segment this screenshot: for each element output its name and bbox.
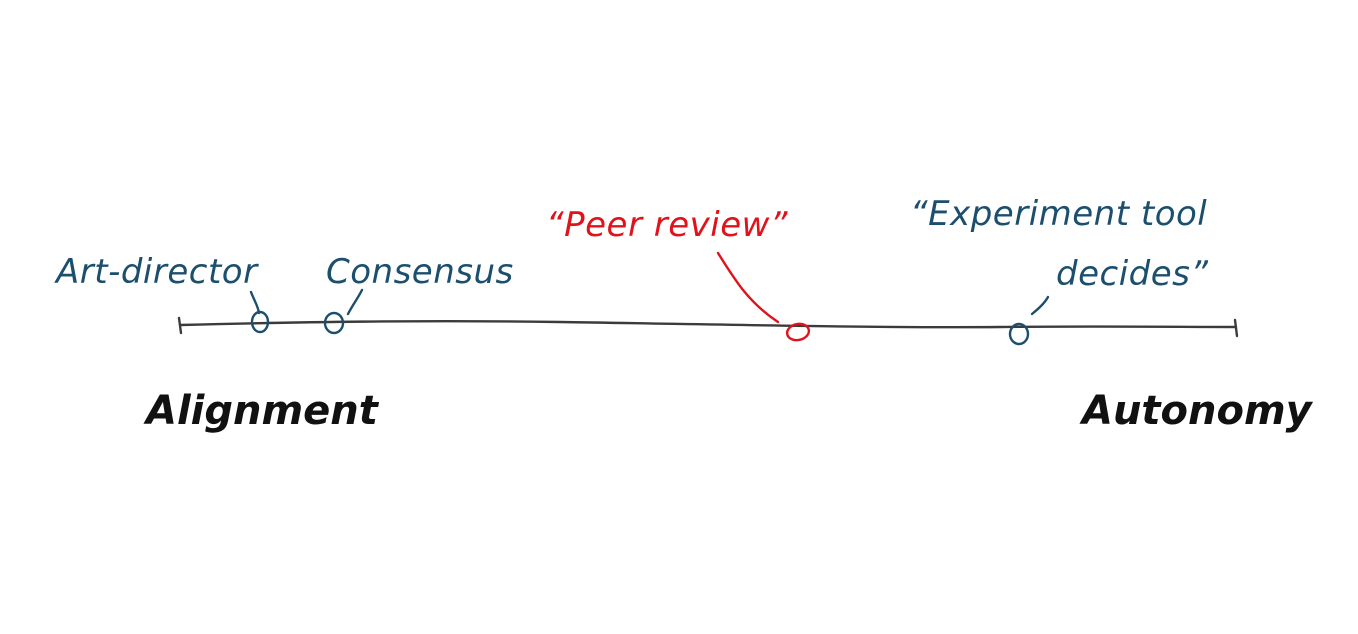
leader-consensus bbox=[346, 288, 364, 316]
label-consensus: Consensus bbox=[326, 252, 514, 292]
axis-left-tick bbox=[177, 316, 183, 335]
label-peer-review: “Peer review” bbox=[546, 205, 788, 245]
marker-experiment-tool bbox=[1008, 322, 1030, 346]
label-experiment-tool-line1: “Experiment tool bbox=[910, 194, 1207, 234]
end-label-alignment: Alignment bbox=[143, 388, 380, 434]
leader-peer-review bbox=[716, 251, 780, 324]
leader-art-director bbox=[249, 290, 261, 315]
end-label-autonomy: Autonomy bbox=[1079, 388, 1314, 434]
spectrum-axis-line bbox=[178, 319, 1238, 329]
marker-peer-review bbox=[785, 322, 811, 342]
marker-consensus bbox=[323, 311, 345, 335]
leader-experiment-tool bbox=[1030, 295, 1050, 316]
label-art-director: Art-director bbox=[54, 252, 259, 292]
label-experiment-tool-line2: decides” bbox=[1056, 254, 1208, 294]
axis-right-tick bbox=[1233, 318, 1239, 338]
marker-art-director bbox=[250, 310, 270, 334]
